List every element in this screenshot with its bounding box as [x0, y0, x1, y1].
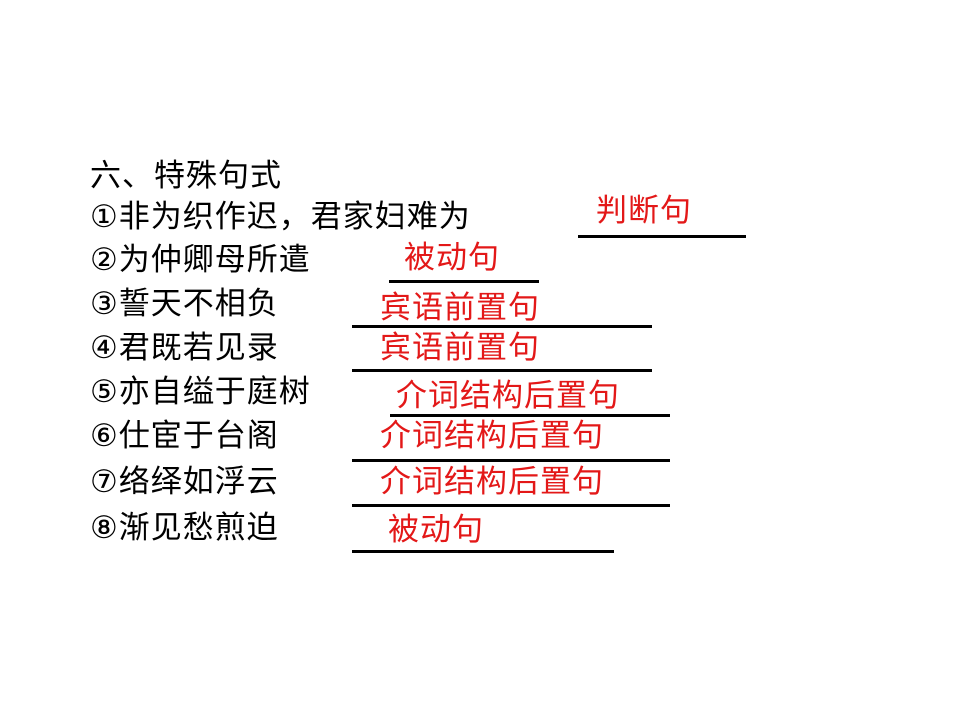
question-text: ⑤亦自缢于庭树 — [90, 374, 311, 410]
item-row-1: ①非为织作迟，君家妇难为 判断句 — [90, 193, 950, 241]
answer-text: 被动句 — [388, 512, 484, 548]
answer-underline — [352, 459, 670, 462]
question-text: ⑦络绎如浮云 — [90, 464, 279, 500]
answer-underline — [352, 325, 652, 328]
item-row-7: ⑦络绎如浮云 介词结构后置句 — [90, 462, 950, 507]
question-text: ④君既若见录 — [90, 330, 279, 366]
question-text: ⑥仕宦于台阁 — [90, 418, 279, 454]
answer-underline — [578, 235, 746, 238]
item-row-2: ②为仲卿母所遣 被动句 — [90, 240, 950, 284]
answer-text: 介词结构后置句 — [396, 378, 620, 414]
answer-underline — [390, 414, 670, 417]
answer-text: 介词结构后置句 — [380, 418, 604, 454]
answer-underline — [352, 550, 614, 553]
question-text: ⑧渐见愁煎迫 — [90, 510, 279, 546]
answer-underline — [352, 369, 652, 372]
answer-text: 宾语前置句 — [380, 330, 540, 366]
answer-text: 介词结构后置句 — [380, 464, 604, 500]
question-text: ②为仲卿母所遣 — [90, 242, 311, 278]
item-row-8: ⑧渐见愁煎迫 被动句 — [90, 508, 950, 553]
item-row-5: ⑤亦自缢于庭树 介词结构后置句 — [90, 372, 950, 417]
item-row-6: ⑥仕宦于台阁 介词结构后置句 — [90, 416, 950, 462]
answer-underline — [389, 280, 539, 283]
question-text: ③誓天不相负 — [90, 286, 279, 322]
answer-text: 判断句 — [596, 193, 692, 229]
item-row-3: ③誓天不相负 宾语前置句 — [90, 284, 950, 328]
item-row-4: ④君既若见录 宾语前置句 — [90, 328, 950, 372]
section-heading: 六、特殊句式 — [90, 158, 282, 194]
answer-text: 被动句 — [404, 240, 500, 276]
answer-text: 宾语前置句 — [380, 290, 540, 326]
answer-underline — [352, 504, 670, 507]
question-text: ①非为织作迟，君家妇难为 — [90, 199, 471, 235]
